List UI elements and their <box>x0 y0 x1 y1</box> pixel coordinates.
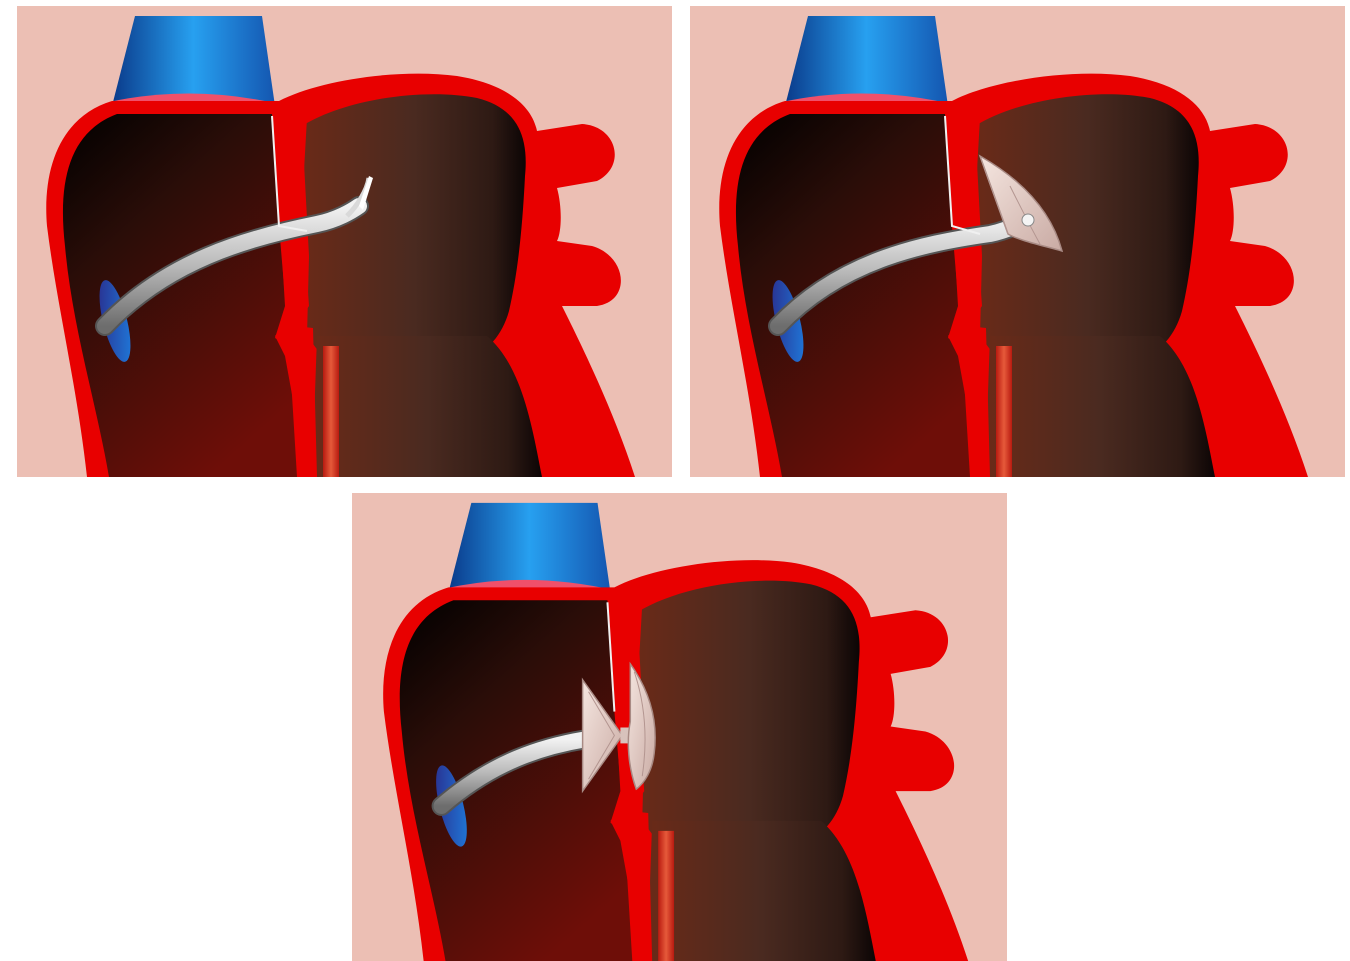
panel-left-atrial-disc-deployed <box>690 6 1345 477</box>
panel-device-released <box>352 493 1007 961</box>
heart-diagram <box>17 6 672 477</box>
panel-catheter-crossing-septum <box>17 6 672 477</box>
heart-anatomy <box>46 16 635 477</box>
heart-diagram <box>352 493 1007 961</box>
heart-diagram <box>690 6 1345 477</box>
heart-anatomy <box>383 503 968 961</box>
heart-anatomy <box>719 16 1308 477</box>
